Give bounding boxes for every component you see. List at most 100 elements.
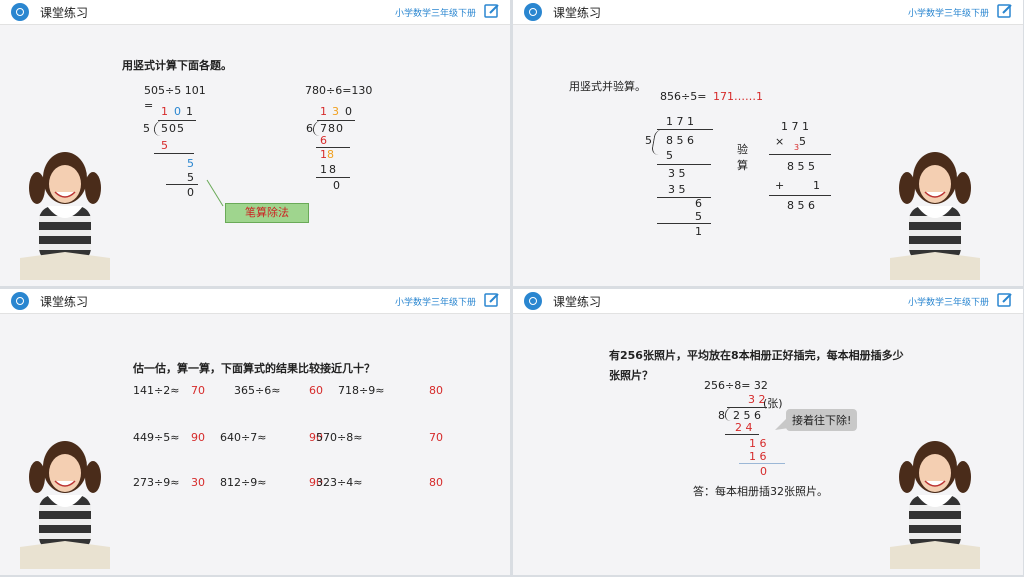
step-value: 3 5 [668,183,686,196]
slide-3: 课堂练习 小学数学三年级下册 估一估，算一算，下面算式的结果比较接近几十？ 14… [0,289,510,575]
quotient-digit: 1 [186,105,193,118]
check-value: 1 [813,179,820,192]
divisor: 6 [306,122,313,135]
step-value: 5 [187,171,194,184]
dividend: 8 5 6 [666,134,694,147]
divisor: 8 [718,409,725,422]
exercise-heading: 用竖式并验算。 [569,80,646,93]
carry-digit: 3 [794,143,800,152]
equals-sign: = [144,99,154,112]
slide-1: 课堂练习 小学数学三年级下册 用竖式计算下面各题。 505÷5 101 = 1 … [0,0,510,286]
slide-4: 课堂练习 小学数学三年级下册 有256张照片，平均放在8本相册正好插完，每本相册… [513,289,1023,575]
logo-icon [524,292,542,310]
dividend: 505 [161,122,185,135]
estimate-question: 570÷8≈ [316,431,363,444]
equation: 505÷5 101 [144,84,206,97]
estimate-question: 365÷6≈ [234,384,281,397]
quotient-digit: 1 [161,105,168,118]
header-title: 课堂练习 [553,295,602,309]
header-subtitle: 小学数学三年级下册 [907,9,989,19]
word-problem: 有256张照片，平均放在8本相册正好插完，每本相册插多少 [609,349,904,362]
equation: 256÷8= 32 [704,379,768,392]
estimate-answer: 90 [309,431,323,444]
step-value: 6 [320,134,327,147]
edit-icon[interactable] [997,3,1013,19]
step-value: 5 [161,139,168,152]
logo-icon [524,3,542,21]
girl-reading-image [890,152,980,280]
unit-label: (张) [763,397,783,410]
estimate-answer: 30 [191,476,205,489]
estimate-answer: 90 [309,476,323,489]
word-problem: 张照片？ [609,369,653,382]
quotient-digit: 3 [332,105,339,118]
equation: 780÷6=130 [305,84,373,97]
equation: 856÷5= [660,90,707,103]
estimate-question: 323÷4≈ [316,476,363,489]
quotient: 3 2 [748,393,766,406]
divisor: 5 [143,122,150,135]
dividend: 2 5 6 [733,409,761,422]
estimate-question: 141÷2≈ [133,384,180,397]
slide-header: 课堂练习 小学数学三年级下册 [0,0,510,25]
step-value: 1 6 [749,437,767,450]
estimate-answer: 70 [429,431,443,444]
final-answer: 答：每本相册插32张照片。 [693,485,828,498]
slide-header: 课堂练习 小学数学三年级下册 [513,0,1023,25]
bubble-tail [775,416,789,430]
step-value: 2 4 [735,421,753,434]
estimate-answer: 80 [429,476,443,489]
plus-sign: + [775,179,785,192]
step-value: 0 [760,465,767,478]
logo-icon [11,292,29,310]
quotient-digit: 0 [174,105,181,118]
estimate-question: 718÷9≈ [338,384,385,397]
step-value: 6 [695,197,702,210]
step-value: 18 [320,163,338,176]
hint-bubble: 接着往下除! [786,409,858,431]
girl-reading-image [20,441,110,569]
step-value: 1 [320,148,327,161]
estimate-question: 273÷9≈ [133,476,180,489]
exercise-heading: 估一估，算一算，下面算式的结果比较接近几十？ [133,362,375,375]
step-value: 0 [187,186,194,199]
divisor: 5 [645,134,652,147]
step-value: 1 [695,225,702,238]
quotient-digit: 0 [345,105,352,118]
slide-header: 课堂练习 小学数学三年级下册 [0,289,510,314]
header-title: 课堂练习 [40,295,89,309]
check-value: 8 5 6 [787,199,815,212]
header-subtitle: 小学数学三年级下册 [907,298,989,308]
header-subtitle: 小学数学三年级下册 [394,298,476,308]
estimate-question: 812÷9≈ [220,476,267,489]
dividend: 780 [320,122,344,135]
estimate-answer: 90 [191,431,205,444]
pointer-line [206,179,224,207]
edit-icon[interactable] [997,292,1013,308]
check-value: 1 7 1 [781,120,809,133]
answer: 171……1 [713,90,763,103]
step-value: 5 [666,149,673,162]
slide-header: 课堂练习 小学数学三年级下册 [513,289,1023,314]
estimate-question: 640÷7≈ [220,431,267,444]
step-value: 0 [333,179,340,192]
check-label: 算 [737,159,748,172]
check-label: 验 [737,143,748,156]
edit-icon[interactable] [484,292,500,308]
edit-icon[interactable] [484,3,500,19]
step-value: 5 [187,157,194,170]
step-value: 5 [695,210,702,223]
check-value: 5 [799,135,806,148]
girl-reading-image [20,152,110,280]
quotient-digit: 1 [320,105,327,118]
header-title: 课堂练习 [553,6,602,20]
quotient: 1 7 1 [666,115,694,128]
estimate-answer: 60 [309,384,323,397]
estimate-answer: 80 [429,384,443,397]
estimate-question: 449÷5≈ [133,431,180,444]
header-title: 课堂练习 [40,6,89,20]
multiply-sign: × [775,135,785,148]
estimate-answer: 70 [191,384,205,397]
exercise-heading: 用竖式计算下面各题。 [122,59,232,72]
step-value: 1 6 [749,450,767,463]
